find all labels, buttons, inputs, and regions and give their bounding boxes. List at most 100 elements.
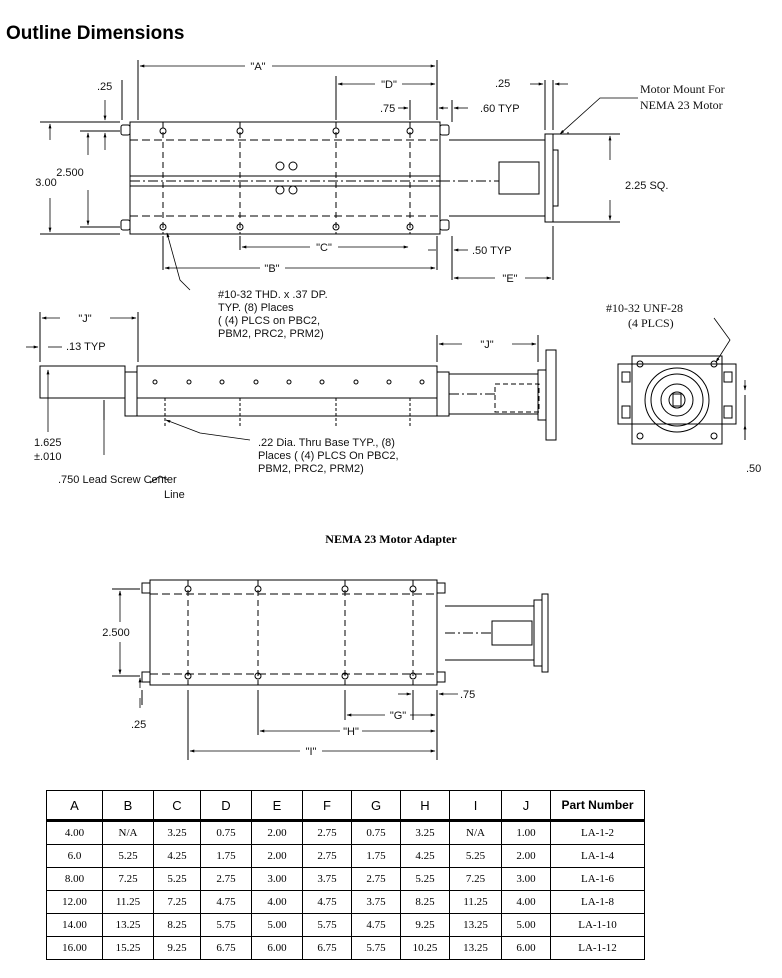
column-header: A	[46, 790, 103, 822]
motor-mount-note: Motor Mount For	[640, 82, 725, 96]
table-cell: 16.00	[46, 936, 103, 960]
dim-010-label: ±.010	[34, 451, 61, 463]
end-view-dimension-lines	[713, 317, 747, 440]
adapter-section-title: NEMA 23 Motor Adapter	[325, 532, 457, 546]
lead-screw-note: .750 Lead Screw Center	[58, 474, 177, 486]
table-cell: LA-1-4	[550, 844, 645, 868]
table-cell: N/A	[449, 820, 502, 845]
table-cell: 4.75	[302, 890, 352, 914]
dim-j-left-label: "J"	[78, 313, 91, 325]
table-cell: 4.75	[351, 913, 401, 937]
table-cell: 3.75	[302, 867, 352, 891]
table-cell: LA-1-2	[550, 820, 645, 845]
table-header-row: A B C D E F G H I J Part Number	[46, 790, 645, 822]
table-cell: 5.00	[251, 913, 303, 937]
thread-note-line: TYP. (8) Places	[218, 302, 294, 314]
column-header: Part Number	[550, 790, 645, 822]
dim-60typ-label: .60 TYP	[480, 103, 520, 115]
dim-75-label: .75	[380, 103, 395, 115]
column-header: H	[400, 790, 450, 822]
table-cell: 5.00	[501, 913, 551, 937]
table-cell: 8.00	[46, 867, 103, 891]
table-cell: 3.00	[501, 867, 551, 891]
adapter-dim-2500-label: 2.500	[102, 627, 130, 639]
table-cell: 6.0	[46, 844, 103, 868]
hole-note-line: .22 Dia. Thru Base TYP., (8)	[258, 437, 395, 449]
table-cell: N/A	[102, 820, 154, 845]
table-cell: LA-1-10	[550, 913, 645, 937]
table-cell: 7.25	[102, 867, 154, 891]
table-cell: LA-1-6	[550, 867, 645, 891]
column-header: I	[449, 790, 502, 822]
table-cell: 6.75	[200, 936, 252, 960]
column-header: J	[501, 790, 551, 822]
dim-2500-label: 2.500	[56, 167, 84, 179]
dim-50typ-label: .50 TYP	[472, 245, 512, 257]
table-cell: 7.25	[449, 867, 502, 891]
table-cell: 3.00	[251, 867, 303, 891]
table-cell: 10.25	[400, 936, 450, 960]
table-cell: 5.25	[153, 867, 201, 891]
table-cell: 4.00	[501, 890, 551, 914]
end-view-labels: #10-32 UNF-28 (4 PLCS) .50	[606, 301, 761, 475]
table-cell: 5.25	[400, 867, 450, 891]
table-cell: 2.00	[251, 844, 303, 868]
dim-b-label: "B"	[264, 263, 279, 275]
motor-mount-note-2: NEMA 23 Motor	[640, 98, 723, 112]
unf-note: #10-32 UNF-28	[606, 301, 683, 315]
table-cell: 2.75	[302, 844, 352, 868]
adapter-view-labels: 2.500 .25 .75 "G" "H" "I"	[102, 627, 475, 758]
column-header: E	[251, 790, 303, 822]
dim-1625-label: 1.625	[34, 437, 62, 449]
adapter-dim-75-label: .75	[460, 689, 475, 701]
dim-50-label: .50	[746, 463, 761, 475]
table-cell: 1.75	[351, 844, 401, 868]
table-cell: 13.25	[449, 936, 502, 960]
table-cell: LA-1-8	[550, 890, 645, 914]
table-cell: 9.25	[400, 913, 450, 937]
adapter-view-drawing	[112, 579, 549, 760]
table-cell: 5.25	[102, 844, 154, 868]
adapter-dim-25-label: .25	[131, 719, 146, 731]
table-cell: 15.25	[102, 936, 154, 960]
dim-a-label: "A"	[250, 61, 265, 73]
lead-screw-note-2: Line	[164, 489, 185, 501]
table-cell: 3.75	[351, 890, 401, 914]
table-cell: 8.25	[153, 913, 201, 937]
table-cell: 1.75	[200, 844, 252, 868]
top-view-drawing	[40, 60, 620, 280]
column-header: G	[351, 790, 401, 822]
hole-note-line: Places ( (4) PLCS On PBC2,	[258, 450, 399, 462]
table-cell: 3.25	[153, 820, 201, 845]
table-cell: 2.75	[302, 820, 352, 845]
table-cell: 5.75	[200, 913, 252, 937]
dim-d-label: "D"	[381, 79, 397, 91]
side-view-drawing	[39, 312, 557, 441]
column-header: B	[102, 790, 154, 822]
column-header: D	[200, 790, 252, 822]
table-cell: 9.25	[153, 936, 201, 960]
table-cell: 12.00	[46, 890, 103, 914]
table-cell: 8.25	[400, 890, 450, 914]
dim-13typ-label: .13 TYP	[66, 341, 106, 353]
column-header: C	[153, 790, 201, 822]
table-cell: 5.75	[302, 913, 352, 937]
dim-25-left-label: .25	[97, 81, 112, 93]
table-cell: 2.00	[251, 820, 303, 845]
table-cell: 0.75	[351, 820, 401, 845]
thread-note-line: PBM2, PRC2, PRM2)	[218, 328, 324, 340]
table-cell: 6.00	[501, 936, 551, 960]
dim-g-label: "G"	[390, 710, 406, 722]
table-cell: LA-1-12	[550, 936, 645, 960]
table-cell: 11.25	[102, 890, 154, 914]
table-cell: 14.00	[46, 913, 103, 937]
table-cell: 2.75	[200, 867, 252, 891]
dim-j-right-label: "J"	[480, 339, 493, 351]
dim-300-label: 3.00	[35, 177, 56, 189]
table-cell: 2.75	[351, 867, 401, 891]
